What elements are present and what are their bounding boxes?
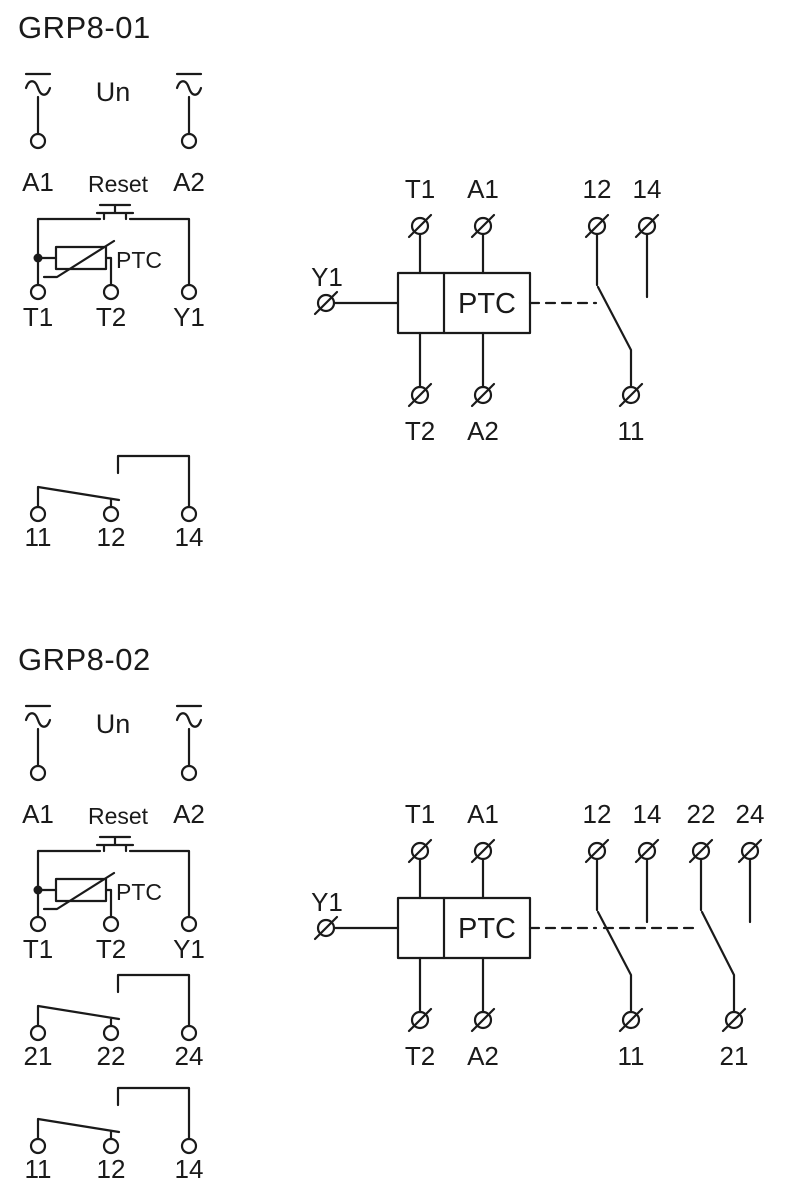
block-y1-label: Y1	[311, 887, 343, 917]
terminal-t2-label: T2	[96, 934, 126, 964]
block-ptc-label: PTC	[458, 288, 516, 320]
terminal-y1-label: Y1	[173, 934, 205, 964]
terminal-t1-label: T1	[23, 934, 53, 964]
ptc-label: PTC	[116, 879, 162, 905]
block-a2-label: A2	[467, 1041, 499, 1071]
terminal-no2-phi	[737, 838, 763, 864]
terminal-a1-label: A1	[22, 167, 54, 197]
block-common-label: 11	[618, 416, 645, 446]
block-a1-label: A1	[467, 174, 499, 204]
block-t2-label: T2	[405, 1041, 435, 1071]
contact-nc-label: 22	[97, 1041, 126, 1071]
contact-common-label: 11	[25, 1154, 52, 1184]
block-a2-label: A2	[467, 416, 499, 446]
section-title: GRP8-02	[18, 642, 151, 677]
section-grp8-02: GRP8-02 Un A1 A2 Reset PTC T1 T2 Y1 21 2…	[18, 642, 764, 1184]
terminal-y1-label: Y1	[173, 302, 205, 332]
block-no-label: 14	[633, 174, 662, 204]
block-t1-label: T1	[405, 799, 435, 829]
second-contact-blade-linework	[699, 857, 752, 1014]
block-t1-label: T1	[405, 174, 435, 204]
terminal-a2-label: A2	[173, 167, 205, 197]
contact-no-label: 24	[175, 1041, 204, 1071]
contact-no-label: 14	[175, 1154, 204, 1184]
terminal-t2-label: T2	[96, 302, 126, 332]
block-a1-label: A1	[467, 799, 499, 829]
reset-label: Reset	[88, 803, 149, 829]
contact-no-label: 14	[175, 522, 204, 552]
contact-row-11-12-14	[31, 456, 196, 521]
terminal-common2-phi	[721, 1007, 747, 1033]
block-t2-label: T2	[405, 416, 435, 446]
block-common-label: 11	[618, 1041, 645, 1071]
contact-nc-label: 12	[97, 1154, 126, 1184]
block-no-label: 14	[633, 799, 662, 829]
contact-row-21-22-24	[31, 975, 196, 1040]
block-no2-label: 24	[736, 799, 765, 829]
terminal-a1-label: A1	[22, 799, 54, 829]
reset-label: Reset	[88, 171, 149, 197]
block-nc-label: 12	[583, 174, 612, 204]
block-common2-label: 21	[720, 1041, 749, 1071]
section-grp8-01: GRP8-01 Un A1 A2 Reset PTC T1 T2 Y1 11 1…	[18, 10, 661, 552]
contact-row-11-12-14	[31, 1088, 196, 1153]
terminal-t1-label: T1	[23, 302, 53, 332]
section-title: GRP8-01	[18, 10, 151, 45]
contact-nc-label: 12	[97, 522, 126, 552]
contact-common-label: 21	[24, 1041, 53, 1071]
block-ptc-label: PTC	[458, 913, 516, 945]
un-label: Un	[96, 77, 131, 107]
ptc-label: PTC	[116, 247, 162, 273]
un-label: Un	[96, 709, 131, 739]
terminal-a2-label: A2	[173, 799, 205, 829]
contact-common-label: 11	[25, 522, 52, 552]
block-nc-label: 12	[583, 799, 612, 829]
block-y1-label: Y1	[311, 262, 343, 292]
block-nc2-label: 22	[687, 799, 716, 829]
terminal-nc2-phi	[688, 838, 714, 864]
